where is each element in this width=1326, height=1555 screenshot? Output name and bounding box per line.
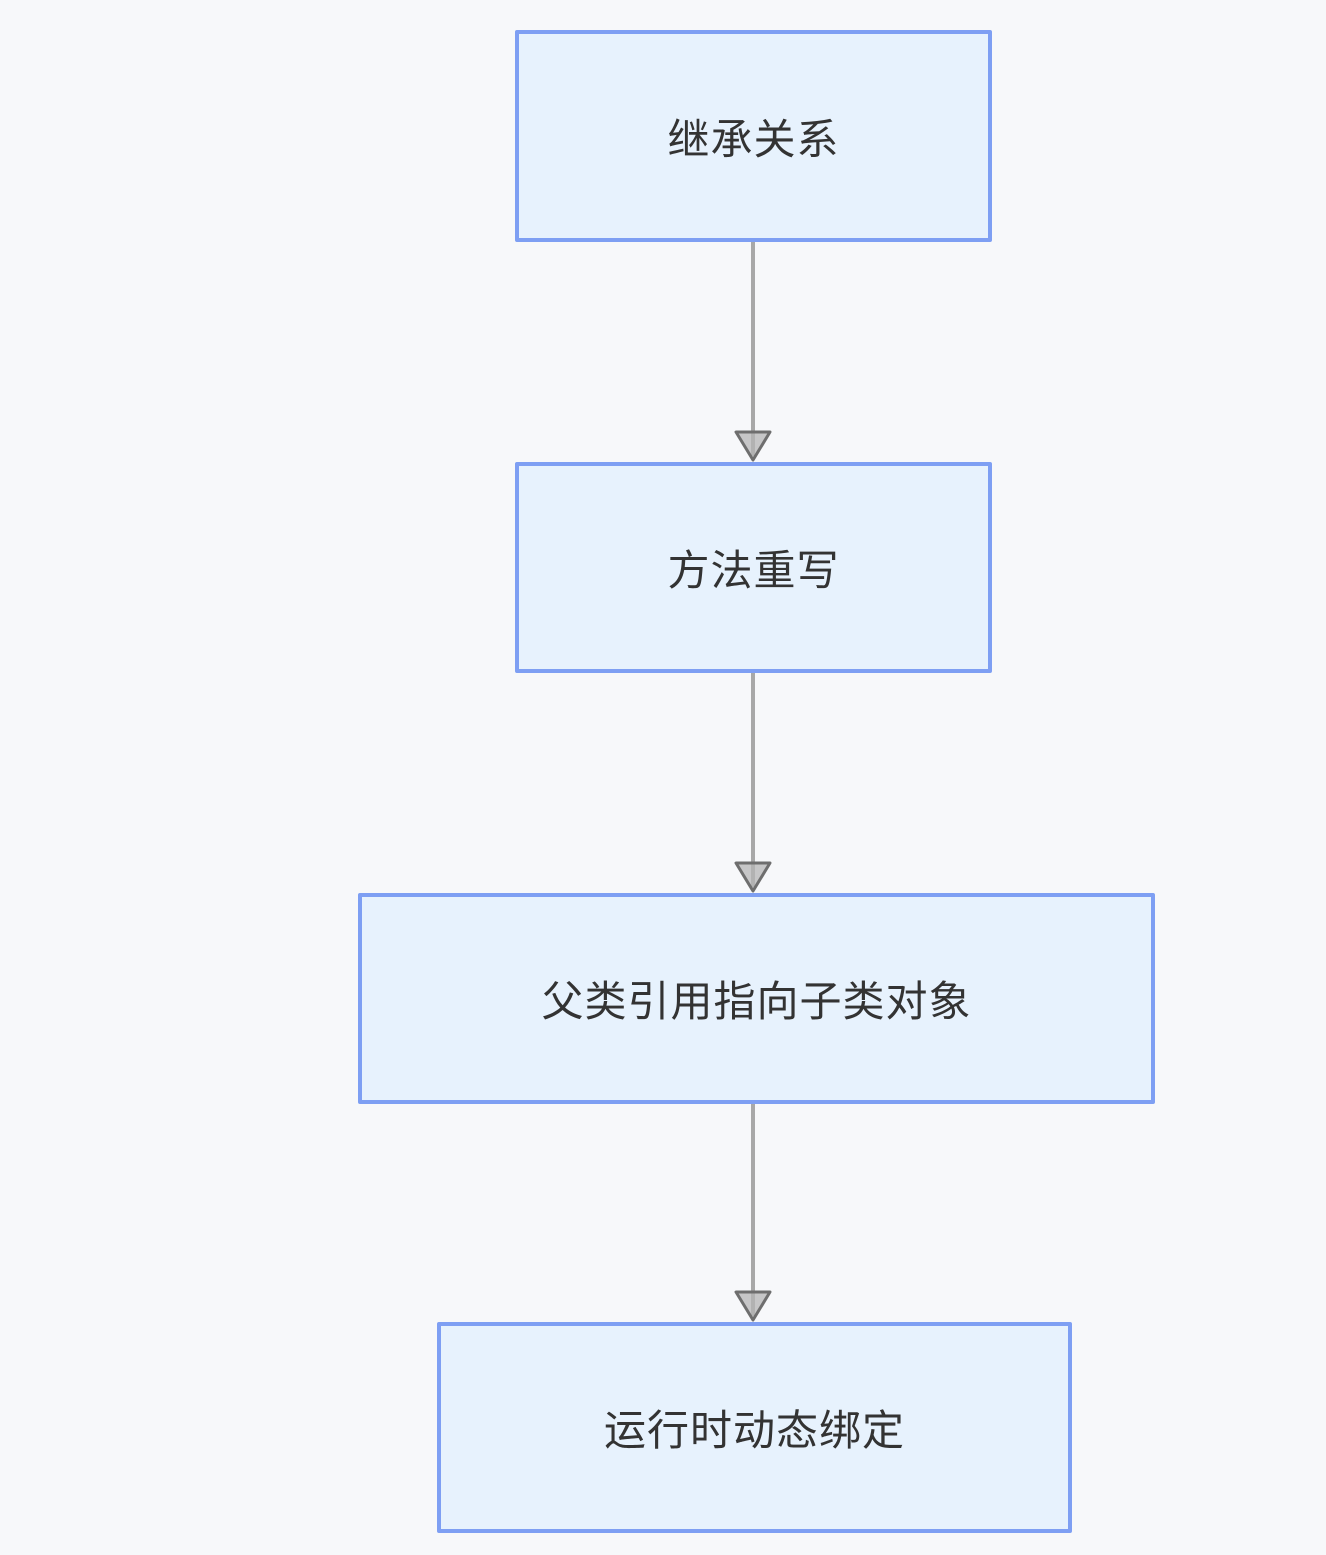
node-label: 运行时动态绑定: [603, 1407, 905, 1454]
node-label: 方法重写: [667, 547, 840, 594]
arrow-line: [751, 673, 755, 887]
arrow-head-icon: [734, 430, 772, 462]
node-label: 继承关系: [667, 115, 840, 163]
node-method-override: 方法重写: [515, 462, 992, 673]
arrow-line: [751, 1104, 755, 1316]
arrow-head-icon: [734, 861, 772, 893]
arrow-head-icon: [734, 1290, 772, 1322]
arrow-line: [751, 242, 755, 456]
arrow-down-icon: [734, 242, 772, 462]
node-parent-ref-to-child-object: 父类引用指向子类对象: [358, 893, 1155, 1104]
arrow-down-icon: [734, 673, 772, 893]
node-label: 父类引用指向子类对象: [541, 978, 972, 1025]
node-inheritance-relation: 继承关系: [515, 30, 992, 242]
arrow-down-icon: [734, 1104, 772, 1322]
node-runtime-dynamic-binding: 运行时动态绑定: [437, 1322, 1072, 1533]
